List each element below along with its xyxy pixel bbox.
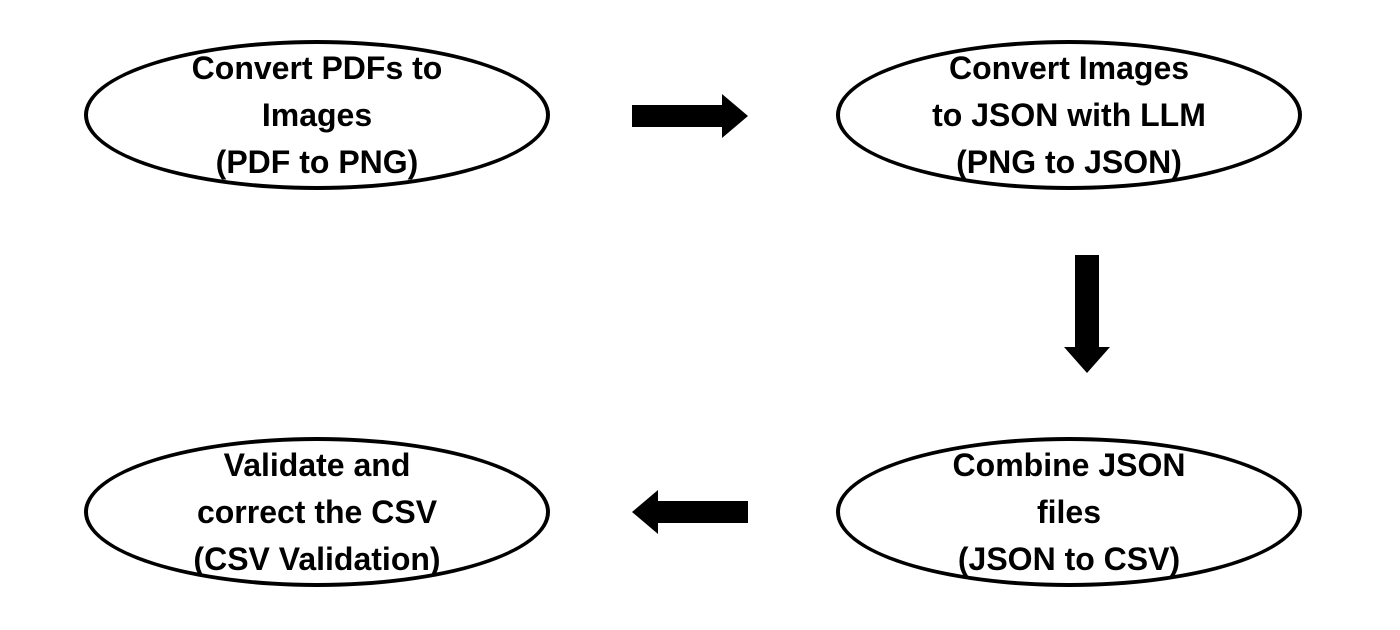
- step-combine-json-files: Combine JSON files (JSON to CSV): [836, 437, 1302, 587]
- node-label-line: Validate and: [223, 446, 411, 483]
- arrow-down-icon: [1064, 255, 1110, 373]
- node-label-line: (JSON to CSV): [957, 540, 1181, 577]
- arrow-left-icon: [632, 490, 748, 534]
- step-convert-images-to-json: Convert Images to JSON with LLM (PNG to …: [836, 40, 1302, 190]
- node-label-line: Combine JSON: [952, 446, 1186, 483]
- step-convert-pdfs-to-images: Convert PDFs to Images (PDF to PNG): [84, 40, 550, 190]
- node-label-line: to JSON with LLM: [932, 96, 1206, 133]
- node-label-line: (PNG to JSON): [956, 143, 1182, 180]
- node-label-line: files: [1036, 493, 1102, 530]
- node-label-line: Images: [261, 96, 373, 133]
- arrow-right-icon: [632, 94, 748, 138]
- step-validate-csv: Validate and correct the CSV (CSV Valida…: [84, 437, 550, 587]
- node-label-line: Convert Images: [948, 49, 1190, 86]
- node-label-line: (PDF to PNG): [215, 143, 419, 180]
- node-label-line: Convert PDFs to: [191, 49, 443, 86]
- node-label-line: correct the CSV: [196, 493, 438, 530]
- node-label-line: (CSV Validation): [193, 540, 441, 577]
